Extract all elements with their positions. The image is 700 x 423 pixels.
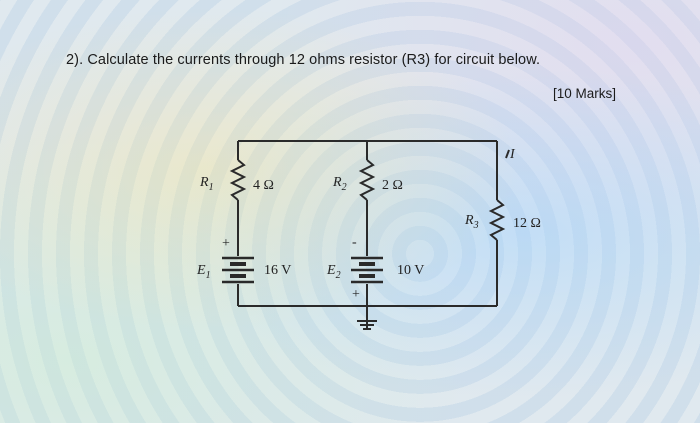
r2-value: 2 Ω	[382, 178, 403, 193]
r3-name: R3	[464, 213, 479, 231]
current-label: I	[509, 147, 516, 162]
r2-name: R2	[332, 175, 347, 193]
ground-icon	[357, 320, 377, 330]
r3-resistor	[488, 199, 506, 241]
e2-minus: -	[352, 235, 357, 250]
e2-battery	[351, 256, 383, 284]
r3-value: 12 Ω	[513, 216, 541, 231]
marks-label: [10 Marks]	[553, 86, 617, 101]
r1-value: 4 Ω	[253, 178, 274, 193]
e2-name: E2	[326, 263, 341, 281]
e1-battery	[222, 256, 254, 284]
e1-name: E1	[196, 263, 211, 281]
r1-resistor	[229, 159, 247, 201]
r1-name: R1	[199, 175, 214, 193]
e1-value: 16 V	[264, 263, 291, 278]
e2-value: 10 V	[397, 263, 424, 278]
e1-plus: +	[222, 236, 230, 251]
r2-resistor	[358, 159, 376, 201]
e2-plus: +	[352, 287, 360, 302]
question-text: 2). Calculate the currents through 12 oh…	[66, 52, 541, 68]
current-arrow	[505, 149, 510, 159]
